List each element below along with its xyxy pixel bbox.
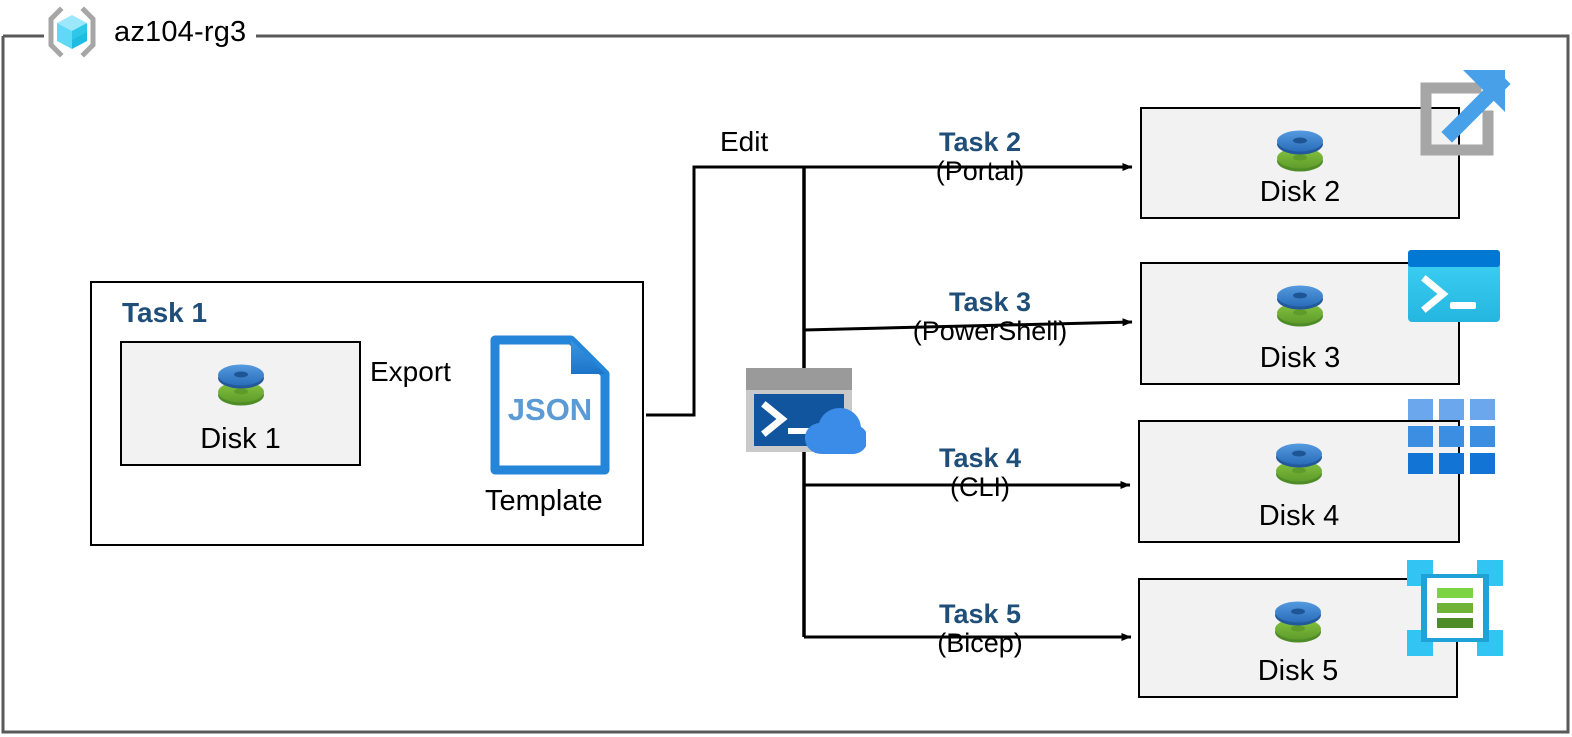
- task3-tool: (PowerShell): [912, 316, 1068, 347]
- export-label: Export: [366, 356, 455, 388]
- task4-label: Task 4: [938, 443, 1022, 473]
- task5-edge-label: Task 5 (Bicep): [855, 600, 1105, 659]
- disk-icon: [1275, 601, 1321, 643]
- disk5-caption: Disk 5: [1257, 655, 1339, 687]
- task3-arrow: [803, 318, 1133, 332]
- disk3-box[interactable]: Disk 3: [1140, 262, 1460, 385]
- json-file-type: JSON: [508, 392, 592, 427]
- disk-icon: [1276, 443, 1322, 485]
- json-file-icon[interactable]: JSON: [489, 334, 611, 476]
- resource-group-name: az104-rg3: [114, 15, 247, 48]
- disk4-box[interactable]: Disk 4: [1138, 420, 1460, 543]
- task4-edge-label: Task 4 (CLI): [855, 444, 1105, 503]
- edit-connector: [646, 165, 805, 417]
- task1-label: Task 1: [122, 297, 208, 328]
- disk2-caption: Disk 2: [1259, 176, 1341, 208]
- disk1-box[interactable]: Disk 1: [120, 341, 361, 466]
- task5-label: Task 5: [938, 599, 1022, 629]
- task4-tool: (CLI): [950, 472, 1010, 503]
- disk3-caption: Disk 3: [1259, 342, 1341, 374]
- edit-label: Edit: [716, 126, 773, 158]
- cloud-glyph: [805, 408, 866, 454]
- portal-icon[interactable]: [1408, 62, 1513, 167]
- task5-tool: (Bicep): [937, 628, 1023, 659]
- task2-tool: (Portal): [935, 156, 1025, 187]
- task2-label: Task 2: [938, 127, 1022, 157]
- disk4-caption: Disk 4: [1258, 500, 1340, 532]
- disk-icon: [1277, 285, 1323, 327]
- disk-icon: [1277, 130, 1323, 172]
- disk-icon: [217, 364, 264, 406]
- task3-label: Task 3: [948, 287, 1032, 317]
- template-caption: Template: [485, 485, 603, 517]
- task3-edge-label: Task 3 (PowerShell): [845, 288, 1135, 347]
- cloud-shell-icon[interactable]: [744, 366, 866, 456]
- task2-edge-label: Task 2 (Portal): [855, 128, 1105, 187]
- disk5-box[interactable]: Disk 5: [1138, 578, 1458, 698]
- resource-group-frame: [1, 34, 1570, 734]
- disk2-box[interactable]: Disk 2: [1140, 107, 1460, 219]
- resource-group-cube-icon: [48, 6, 96, 58]
- disk1-caption: Disk 1: [200, 423, 281, 455]
- cli-icon[interactable]: [1408, 399, 1496, 475]
- resource-group-label: az104-rg3: [44, 4, 257, 60]
- powershell-icon[interactable]: [1408, 250, 1500, 322]
- bicep-icon[interactable]: [1407, 560, 1503, 656]
